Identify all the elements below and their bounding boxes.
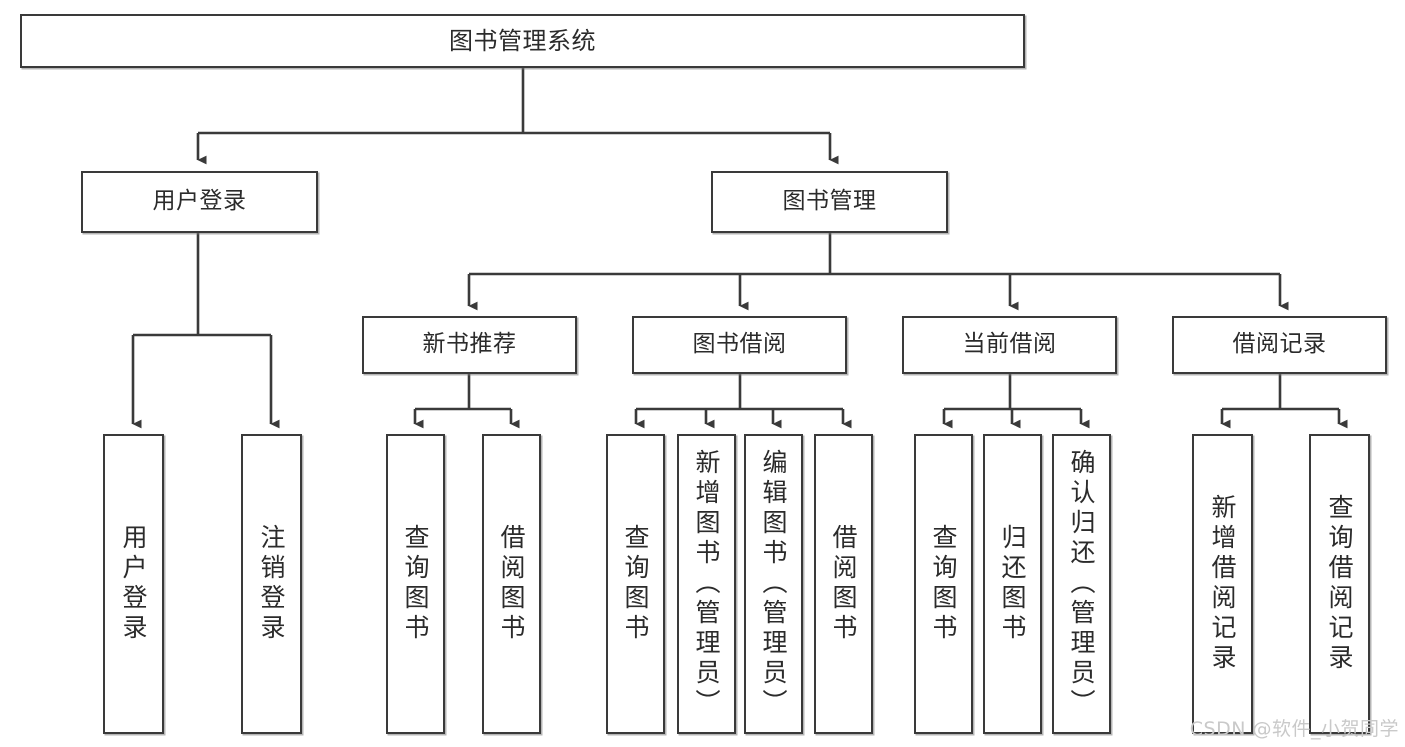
node-leaf-current-query-book[interactable]: 查询图书	[914, 434, 973, 734]
node-label: 借阅图书	[497, 524, 526, 644]
node-label: 图书借阅	[692, 331, 787, 358]
node-label: 查询借阅记录	[1325, 494, 1354, 674]
node-label: 确认归还（管理员）	[1067, 449, 1096, 719]
node-label: 编辑图书（管理员）	[759, 449, 788, 719]
node-label: 图书管理	[782, 188, 877, 215]
watermark: CSDN @软件_小贺同学	[1189, 718, 1399, 740]
node-label: 用户登录	[119, 524, 148, 644]
node-label: 新书推荐	[422, 331, 517, 358]
node-label: 当前借阅	[962, 331, 1057, 358]
node-leaf-query-borrow-record[interactable]: 查询借阅记录	[1309, 434, 1370, 734]
node-label: 归还图书	[998, 524, 1027, 644]
node-leaf-borrow-query-book[interactable]: 查询图书	[606, 434, 665, 734]
node-label: 查询图书	[929, 524, 958, 644]
node-label: 新增图书（管理员）	[692, 449, 721, 719]
node-label: 借阅记录	[1232, 331, 1327, 358]
node-leaf-edit-book-admin[interactable]: 编辑图书（管理员）	[744, 434, 803, 734]
node-current-borrow[interactable]: 当前借阅	[902, 316, 1117, 374]
node-book-management[interactable]: 图书管理	[711, 171, 948, 233]
node-root-book-management-system[interactable]: 图书管理系统	[20, 14, 1025, 68]
node-leaf-user-login[interactable]: 用户登录	[103, 434, 164, 734]
node-leaf-return-book[interactable]: 归还图书	[983, 434, 1042, 734]
node-leaf-logout[interactable]: 注销登录	[241, 434, 302, 734]
node-label: 注销登录	[257, 524, 286, 644]
node-leaf-add-book-admin[interactable]: 新增图书（管理员）	[677, 434, 736, 734]
node-leaf-add-borrow-record[interactable]: 新增借阅记录	[1192, 434, 1253, 734]
node-leaf-confirm-return-admin[interactable]: 确认归还（管理员）	[1052, 434, 1111, 734]
node-book-borrow[interactable]: 图书借阅	[632, 316, 847, 374]
node-borrow-record[interactable]: 借阅记录	[1172, 316, 1387, 374]
node-leaf-borrow-book[interactable]: 借阅图书	[814, 434, 873, 734]
node-label: 查询图书	[401, 524, 430, 644]
node-new-book-recommend[interactable]: 新书推荐	[362, 316, 577, 374]
node-label: 图书管理系统	[449, 26, 596, 55]
node-leaf-new-book-borrow[interactable]: 借阅图书	[482, 434, 541, 734]
node-label: 新增借阅记录	[1208, 494, 1237, 674]
node-leaf-new-book-query[interactable]: 查询图书	[386, 434, 445, 734]
node-label: 用户登录	[152, 188, 247, 215]
node-label: 查询图书	[621, 524, 650, 644]
node-user-login[interactable]: 用户登录	[81, 171, 318, 233]
node-label: 借阅图书	[829, 524, 858, 644]
